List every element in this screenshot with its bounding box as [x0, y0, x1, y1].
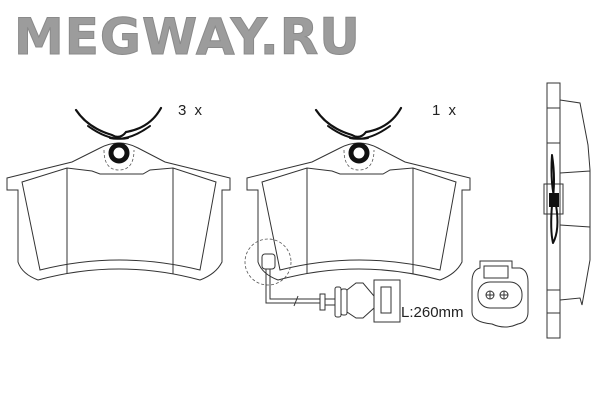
watermark-logo: MEGWAY.RU: [14, 8, 361, 67]
sensor-pad-quantity-label: 1 x: [432, 102, 459, 119]
brake-pad-side-profile: [543, 82, 591, 339]
sensor-connector-face: [471, 260, 529, 328]
sensor-length-label: L:260mm: [401, 304, 464, 321]
pad-quantity-label: 3 x: [178, 102, 205, 119]
brake-pad-with-sensor: [247, 108, 470, 280]
wear-sensor: [244, 238, 401, 323]
brake-pad-standard: [7, 108, 230, 280]
